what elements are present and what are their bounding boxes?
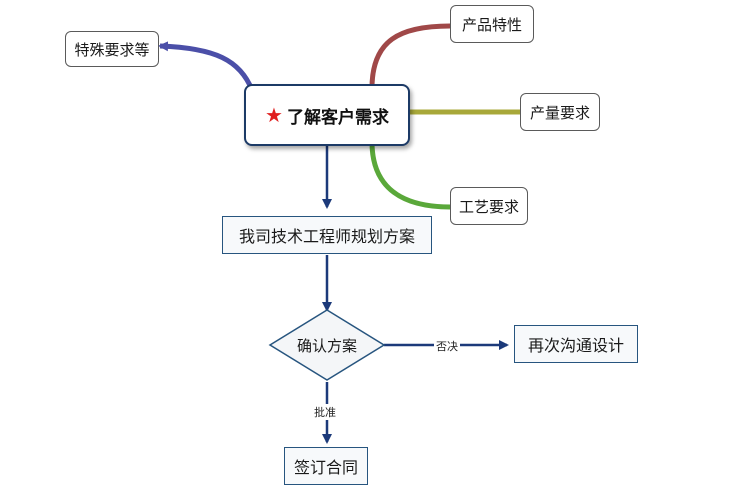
branch-node-product: 产品特性 xyxy=(450,5,534,43)
branch-node-special: 特殊要求等 xyxy=(65,31,159,67)
branch-node-process: 工艺要求 xyxy=(450,187,528,225)
decision-diamond xyxy=(268,309,386,381)
branch-process xyxy=(369,141,451,210)
branch-node-output: 产量要求 xyxy=(520,93,600,131)
branch-special xyxy=(158,41,255,91)
sign-contract-box: 签订合同 xyxy=(284,447,368,485)
redesign-box: 再次沟通设计 xyxy=(514,325,638,363)
central-topic: ★ 了解客户需求 xyxy=(244,84,410,146)
reject-label: 否决 xyxy=(434,338,460,354)
branch-product xyxy=(369,23,451,89)
engineer-plan-box: 我司技术工程师规划方案 xyxy=(222,216,432,254)
decision-label: 确认方案 xyxy=(296,336,357,355)
approve-label: 批准 xyxy=(312,404,338,420)
star-icon: ★ xyxy=(265,103,283,127)
central-topic-label: 了解客户需求 xyxy=(286,107,389,128)
